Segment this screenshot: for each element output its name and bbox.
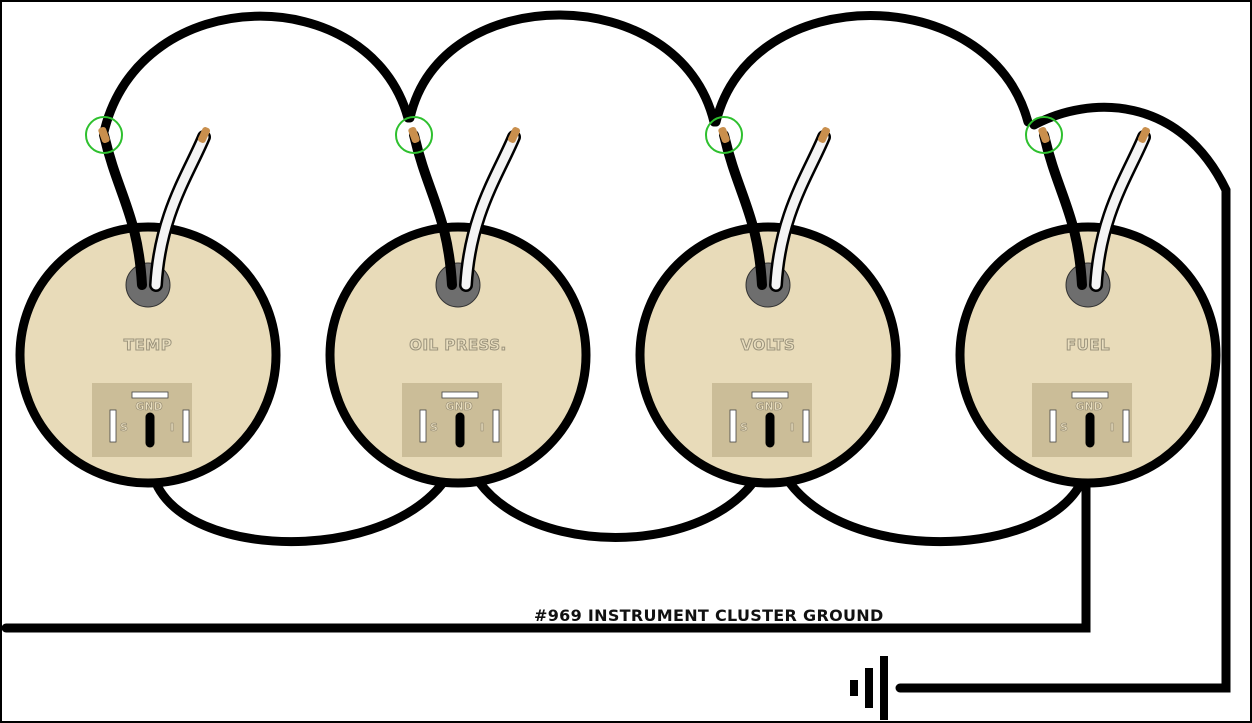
white-lead-wire [771, 132, 829, 290]
s-terminal-label: S [1060, 421, 1068, 434]
i-terminal-blade [182, 409, 190, 443]
connection-highlight-circle [395, 116, 433, 154]
black-lead-terminal [408, 126, 420, 144]
gauge-3: VOLTS GND S I [635, 116, 901, 488]
white-lead-wire [1091, 132, 1149, 290]
gauge-label: TEMP [124, 336, 172, 354]
gauge-label: OIL PRESS. [409, 336, 507, 354]
white-lead-terminal [817, 127, 831, 143]
top-jumper-wires [99, 10, 1231, 693]
s-terminal-label: S [120, 421, 128, 434]
gnd-terminal-blade [441, 391, 479, 399]
i-terminal-blade [1122, 409, 1130, 443]
battery-ground-symbol [850, 656, 888, 720]
i-terminal-label: I [790, 421, 794, 434]
gnd-terminal-blade [1071, 391, 1109, 399]
gauge-2: OIL PRESS. GND S I [325, 116, 591, 488]
gauge-4: FUEL GND S I [955, 116, 1221, 488]
s-terminal-label: S [740, 421, 748, 434]
gnd-terminal-label: GND [445, 400, 472, 413]
battery-feed-wire [895, 102, 1231, 693]
black-lead-wire [1039, 130, 1087, 290]
black-lead-terminal [98, 126, 110, 144]
s-terminal-blade [729, 409, 737, 443]
s-terminal-label: S [430, 421, 438, 434]
gnd-terminal-label: GND [1075, 400, 1102, 413]
ground-jumper-1-2 [147, 415, 467, 547]
gnd-terminal-blade [751, 391, 789, 399]
black-lead-wire [99, 130, 147, 290]
i-terminal-blade [492, 409, 500, 443]
white-lead-terminal [507, 127, 521, 143]
connection-highlight-circle [1025, 116, 1063, 154]
instrument-cluster-ground-wire [1, 415, 1091, 633]
s-terminal-blade [109, 409, 117, 443]
black-lead-terminal [1038, 126, 1050, 144]
black-lead-wire [409, 130, 457, 290]
s-terminal-blade [1049, 409, 1057, 443]
gnd-terminal-label: GND [135, 400, 162, 413]
i-terminal-blade [802, 409, 810, 443]
white-lead-terminal [197, 127, 211, 143]
jumper-wire-3-4 [711, 11, 1033, 127]
gauge-1: TEMP GND S I [15, 116, 281, 488]
jumper-wire-2-3 [405, 10, 719, 127]
gauge-label: FUEL [1066, 336, 1110, 354]
battery-plate-medium [865, 668, 873, 708]
jumper-wire-1-2 [99, 11, 413, 137]
i-terminal-label: I [480, 421, 484, 434]
battery-plate-small [850, 680, 858, 696]
battery-plate-large [880, 656, 888, 720]
gauge-face [15, 222, 281, 488]
connection-highlight-circle [85, 116, 123, 154]
black-lead-wire [719, 130, 767, 290]
s-terminal-blade [419, 409, 427, 443]
i-terminal-label: I [1110, 421, 1114, 434]
gauge-face [955, 222, 1221, 488]
gauge-face [325, 222, 591, 488]
gauge-group: TEMP GND S I OIL PRESS. GND S I VOLTS GND S I FUEL GN… [15, 116, 1221, 488]
black-lead-terminal [718, 126, 730, 144]
connection-highlight-circle [705, 116, 743, 154]
gnd-terminal-label: GND [755, 400, 782, 413]
gauge-label: VOLTS [741, 336, 796, 354]
white-lead-wire [151, 132, 209, 290]
white-lead-terminal [1137, 127, 1151, 143]
gauge-face [635, 222, 901, 488]
ground-wire-label: #969 INSTRUMENT CLUSTER GROUND [534, 606, 884, 625]
white-lead-wire [461, 132, 519, 290]
gnd-terminal-blade [131, 391, 169, 399]
i-terminal-label: I [170, 421, 174, 434]
